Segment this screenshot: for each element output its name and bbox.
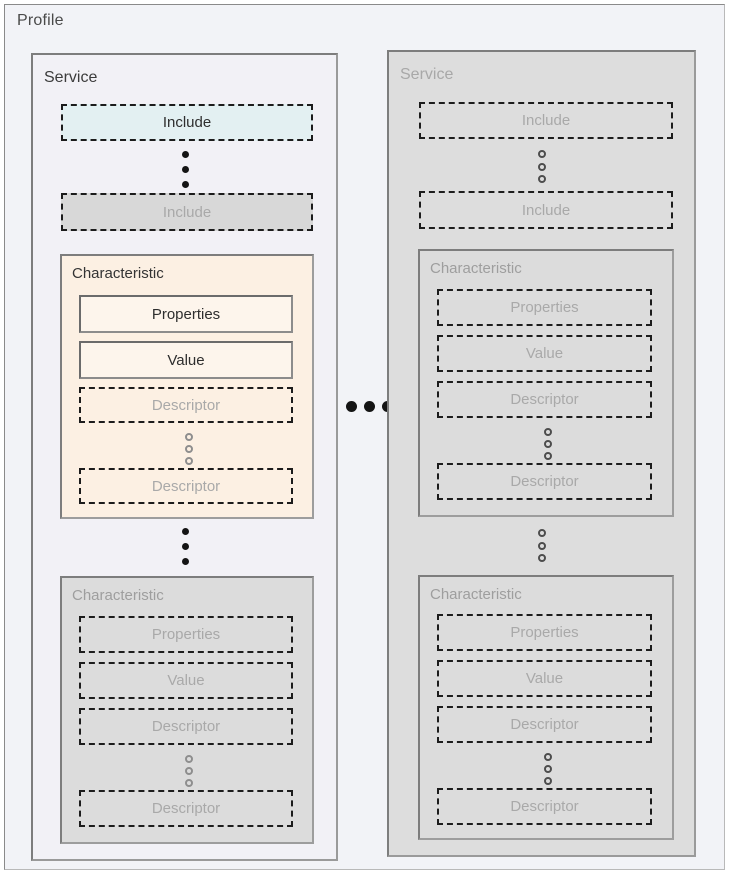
properties-box[interactable]: Properties: [437, 289, 652, 326]
include-label: Include: [162, 114, 212, 131]
ellipsis-dot: [538, 175, 546, 183]
ellipsis-dot: [185, 779, 193, 787]
descriptor-label: Descriptor: [510, 473, 579, 490]
descriptor-vertical-ellipsis: [182, 755, 196, 787]
include-box-dim[interactable]: Include: [61, 193, 313, 231]
ellipsis-dot: [185, 767, 193, 775]
properties-label: Properties: [151, 305, 221, 323]
ellipsis-dot: [181, 166, 189, 173]
characteristic-title: Characteristic: [430, 260, 522, 277]
characteristic-title: Characteristic: [72, 265, 164, 282]
include-box-dim[interactable]: Include: [419, 191, 673, 229]
properties-box[interactable]: Properties: [79, 295, 293, 333]
characteristic-block-highlight[interactable]: Characteristic Properties Value Descript…: [60, 254, 314, 519]
ellipsis-dot: [544, 452, 552, 460]
value-box[interactable]: Value: [79, 341, 293, 379]
characteristic-block-dim[interactable]: Characteristic Properties Value Descript…: [60, 576, 314, 844]
value-label: Value: [525, 345, 564, 362]
include-label: Include: [521, 201, 571, 219]
descriptor-box[interactable]: Descriptor: [437, 788, 652, 825]
characteristic-block-dim[interactable]: Characteristic Properties Value Descript…: [418, 249, 674, 517]
ellipsis-dot: [185, 433, 193, 441]
include-vertical-ellipsis: [178, 151, 192, 188]
profile-container: Profile Service Include Include Characte…: [4, 4, 725, 870]
ellipsis-dot: [538, 162, 546, 171]
include-label: Include: [521, 112, 571, 129]
ellipsis-dot: [544, 753, 552, 761]
descriptor-box[interactable]: Descriptor: [437, 463, 652, 500]
include-vertical-ellipsis: [535, 150, 549, 183]
service-title: Service: [44, 69, 98, 86]
include-box-dim[interactable]: Include: [419, 102, 673, 139]
characteristic-block-dim[interactable]: Characteristic Properties Value Descript…: [418, 575, 674, 840]
ellipsis-dot: [346, 401, 357, 412]
ellipsis-dot: [538, 150, 546, 158]
service-block-active[interactable]: Service Include Include Characteristic P…: [31, 53, 338, 861]
ellipsis-dot: [185, 755, 193, 763]
service-horizontal-ellipsis: [346, 401, 393, 412]
descriptor-label: Descriptor: [151, 718, 221, 735]
descriptor-label: Descriptor: [151, 396, 221, 414]
descriptor-vertical-ellipsis: [541, 428, 555, 460]
ellipsis-dot: [181, 181, 189, 188]
characteristic-title: Characteristic: [430, 586, 522, 603]
ellipsis-dot: [185, 445, 193, 453]
ellipsis-dot: [544, 777, 552, 785]
value-box[interactable]: Value: [79, 662, 293, 699]
ellipsis-dot: [538, 541, 546, 550]
ellipsis-dot: [181, 543, 189, 550]
descriptor-label: Descriptor: [510, 798, 579, 815]
include-label: Include: [162, 203, 212, 221]
descriptor-box[interactable]: Descriptor: [437, 381, 652, 418]
ellipsis-dot: [181, 151, 189, 158]
ellipsis-dot: [364, 401, 375, 412]
characteristic-title: Characteristic: [72, 587, 164, 604]
descriptor-label: Descriptor: [151, 800, 221, 817]
include-box-highlight[interactable]: Include: [61, 104, 313, 141]
service-title: Service: [400, 66, 454, 83]
properties-label: Properties: [510, 299, 579, 316]
properties-label: Properties: [510, 624, 579, 641]
ellipsis-dot: [181, 558, 189, 565]
value-label: Value: [167, 351, 205, 369]
descriptor-label: Descriptor: [510, 716, 579, 733]
value-label: Value: [167, 672, 205, 689]
ellipsis-dot: [181, 528, 189, 535]
ellipsis-dot: [185, 457, 193, 465]
descriptor-box[interactable]: Descriptor: [79, 790, 293, 827]
ellipsis-dot: [544, 765, 552, 773]
descriptor-box[interactable]: Descriptor: [79, 468, 293, 504]
descriptor-box[interactable]: Descriptor: [79, 708, 293, 745]
service-block-dim[interactable]: Service Include Include Characteristic P…: [387, 50, 696, 857]
value-label: Value: [525, 670, 564, 687]
ellipsis-dot: [538, 529, 546, 537]
value-box[interactable]: Value: [437, 660, 652, 697]
value-box[interactable]: Value: [437, 335, 652, 372]
descriptor-vertical-ellipsis: [541, 753, 555, 785]
characteristic-vertical-ellipsis: [178, 528, 192, 565]
descriptor-label: Descriptor: [510, 391, 579, 408]
descriptor-label: Descriptor: [151, 477, 221, 495]
descriptor-vertical-ellipsis: [182, 433, 196, 465]
properties-label: Properties: [151, 626, 221, 643]
profile-title: Profile: [17, 12, 64, 29]
ellipsis-dot: [544, 440, 552, 448]
properties-box[interactable]: Properties: [437, 614, 652, 651]
properties-box[interactable]: Properties: [79, 616, 293, 653]
characteristic-vertical-ellipsis: [535, 529, 549, 562]
descriptor-box[interactable]: Descriptor: [437, 706, 652, 743]
ellipsis-dot: [538, 554, 546, 562]
descriptor-box[interactable]: Descriptor: [79, 387, 293, 423]
ellipsis-dot: [544, 428, 552, 436]
